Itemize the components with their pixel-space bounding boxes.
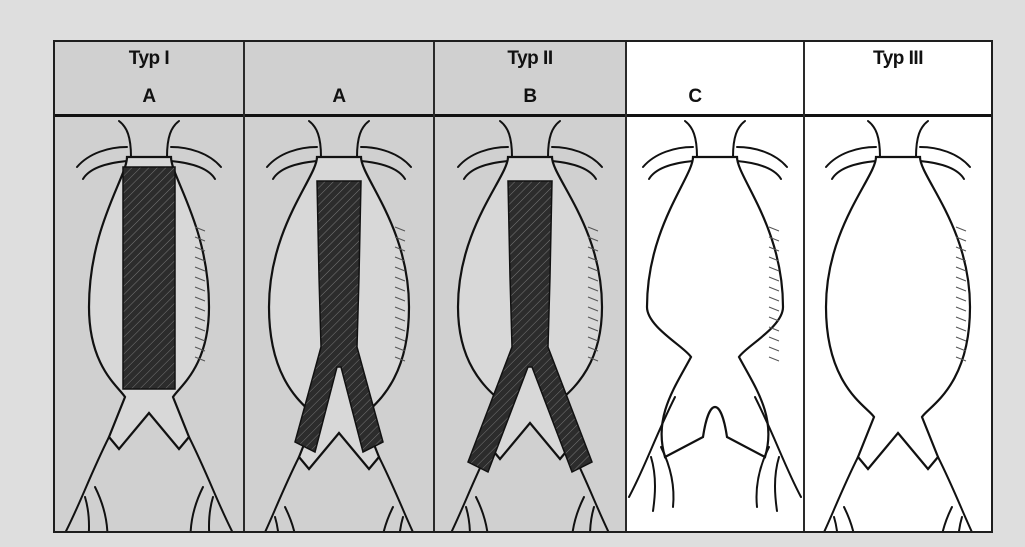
column-header: Typ III [805,42,991,114]
right-internal-iliac [572,497,585,531]
iliac-branch [834,517,838,531]
left-renal-artery [458,147,508,167]
iliac-branch [85,497,89,531]
shading-line [395,227,405,231]
right-renal-artery [737,147,787,167]
right-renal-artery [171,147,221,167]
aneurysm-classification-table: Typ I A A Typ II B C Typ III [53,40,993,533]
aorta-upper-right [916,121,928,157]
aorta-svg [55,117,243,531]
column-typ-iii: Typ III [803,42,991,531]
left-renal-artery [826,147,876,167]
iliac-branch [590,507,594,531]
aorta-upper-left [500,121,512,157]
left-external-iliac [63,437,109,531]
column-typ-i-a: Typ I A [55,42,243,531]
shading-line [769,357,779,361]
aorta-illustration-tube-graft [55,117,243,531]
left-internal-iliac [95,487,108,531]
aorta-illustration-extended-aneurysm [805,117,991,531]
right-internal-iliac [191,487,204,531]
shading-line [769,227,779,231]
aorta-upper-right [167,121,179,157]
column-typ-i-a-bifurcated: A [243,42,433,531]
aorta-illustration-iliac-aneurysm [627,117,803,531]
aorta-upper-right [733,121,745,157]
column-typ-ii-c: C [625,42,803,531]
aorta-upper-right [357,121,369,157]
left-internal-iliac [285,507,298,531]
right-renal-artery [361,147,411,167]
aorta-upper-right [548,121,560,157]
right-renal-artery [920,147,970,167]
shading-line [956,227,966,231]
aneurysm-sac [826,157,970,469]
shading-line [588,227,598,231]
column-type-label: Typ I [55,48,243,70]
left-renal-artery [77,147,127,167]
aorta-illustration-long-bifurcated-graft [435,117,625,531]
iliac-branch [651,457,655,511]
column-letter-label: C [587,86,803,108]
aorta-upper-left [119,121,131,157]
left-internal-iliac [844,507,857,531]
column-letter-label: A [245,86,433,108]
column-type-label: Typ II [435,48,625,70]
aorta-illustration-bifurcated-graft [245,117,433,531]
right-internal-iliac [381,507,394,531]
aorta-svg [805,117,991,531]
column-header: C [627,42,803,114]
iliac-branch [958,517,962,531]
iliac-branch [466,507,470,531]
left-renal-artery [267,147,317,167]
column-typ-ii-b: Typ II B [433,42,625,531]
aorta-upper-left [685,121,697,157]
aorta-svg [435,117,625,531]
column-type-label: Typ III [805,48,991,70]
column-header: A [245,42,433,114]
aorta-upper-left [309,121,321,157]
shading-line [769,337,779,341]
iliac-branch [775,457,779,511]
left-renal-artery [643,147,693,167]
iliac-branch [275,517,279,531]
iliac-branch [209,497,213,531]
iliac-branch [399,517,403,531]
column-letter-label: A [55,86,243,108]
left-internal-iliac [476,497,489,531]
right-external-iliac [189,437,235,531]
aorta-svg [627,117,803,531]
right-renal-artery [552,147,602,167]
aorta-upper-left [868,121,880,157]
shading-line [769,347,779,351]
tube-stent-graft [123,167,175,389]
right-internal-iliac [940,507,953,531]
aorta-svg [245,117,433,531]
column-header: Typ I A [55,42,243,114]
